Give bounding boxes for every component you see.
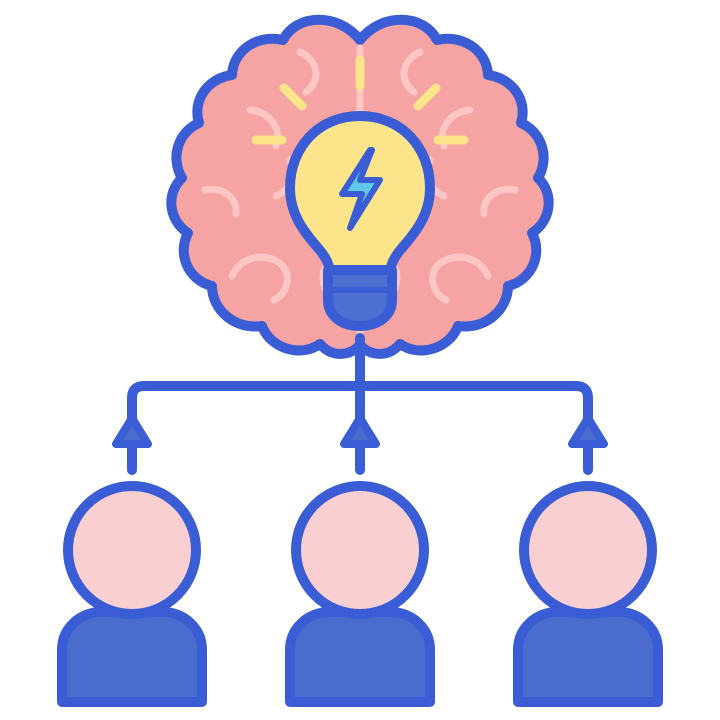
lightning-bolt-icon — [339, 147, 383, 231]
arrow-up-icon — [568, 414, 608, 448]
lightbulb-icon — [285, 111, 435, 331]
connector-lines — [127, 333, 593, 475]
arrow-up-icon — [340, 414, 380, 448]
person-icon — [513, 481, 663, 707]
light-rays — [251, 55, 469, 145]
ray-upper-left — [279, 83, 307, 111]
arrows — [112, 414, 608, 448]
person-body — [57, 607, 207, 707]
arrow-up-icon — [112, 414, 152, 448]
person-head — [291, 481, 429, 619]
person-body — [285, 607, 435, 707]
person-head — [63, 481, 201, 619]
person-body — [513, 607, 663, 707]
person-icon — [57, 481, 207, 707]
ray-upper-right — [413, 83, 441, 111]
person-icon — [285, 481, 435, 707]
person-head — [519, 481, 657, 619]
bulb-base — [323, 265, 397, 331]
branch-line — [127, 381, 593, 475]
